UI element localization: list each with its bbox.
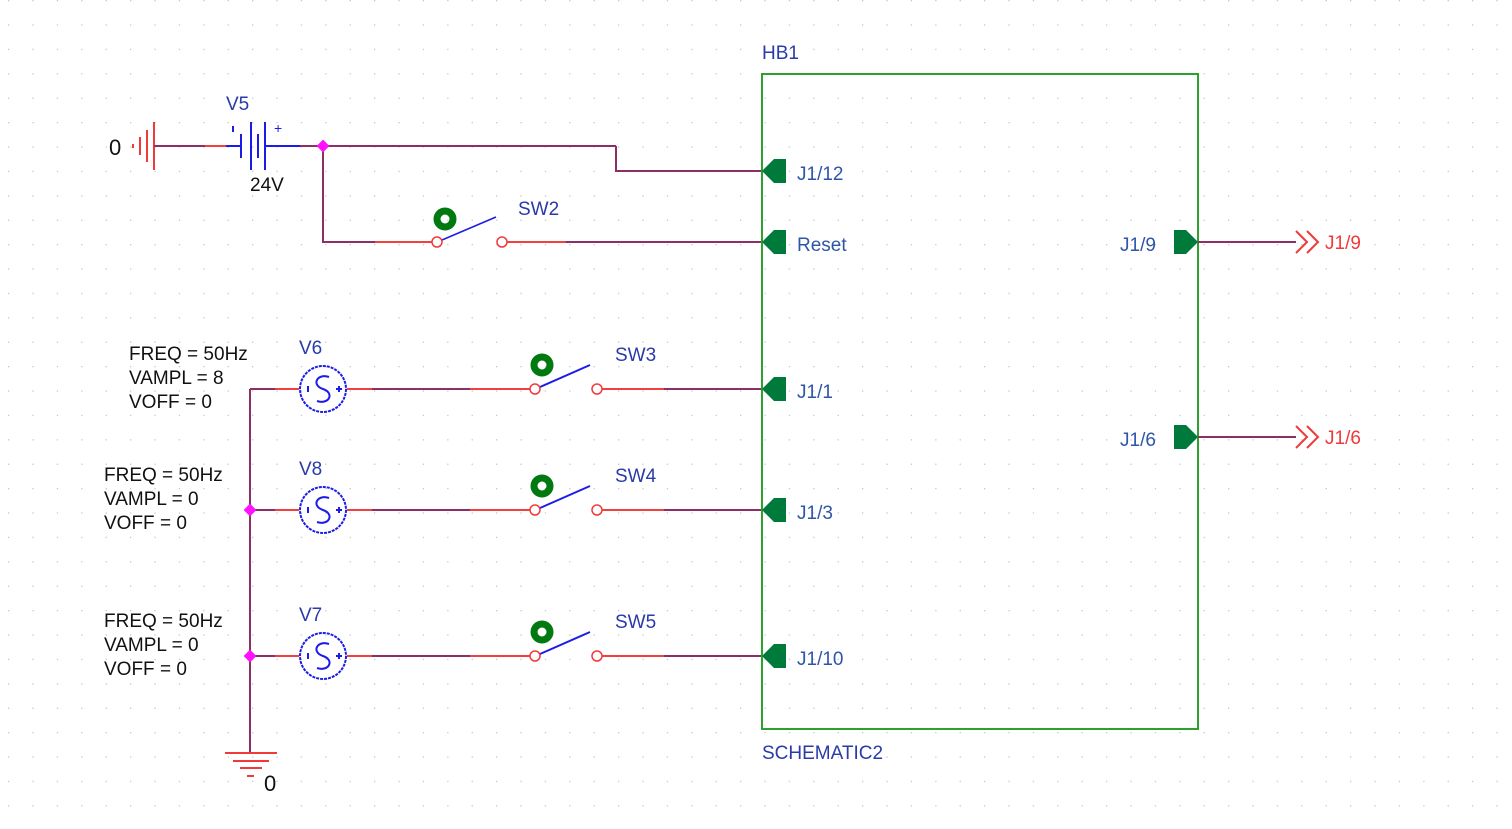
block-ref: HB1 xyxy=(762,43,799,64)
port-label: Reset xyxy=(797,235,847,256)
switch-sw3[interactable]: SW3 xyxy=(470,345,664,395)
offpage-connector[interactable]: J1/6 xyxy=(1295,425,1361,449)
source-vampl-label: VAMPL = 8 xyxy=(129,368,224,389)
switch-sw2[interactable]: SW2 xyxy=(375,199,566,248)
source-voff-label: VOFF = 0 xyxy=(104,659,187,680)
port-arrow-icon xyxy=(1174,425,1198,449)
offpage-label: J1/9 xyxy=(1325,233,1361,254)
plus-mark: + xyxy=(274,120,282,136)
ground-symbol-left xyxy=(132,122,155,170)
block-outline[interactable] xyxy=(761,73,1199,730)
source-voff-label: VOFF = 0 xyxy=(104,513,187,534)
wire[interactable] xyxy=(615,146,762,172)
block-port-left[interactable]: J1/3 xyxy=(762,498,833,524)
junction-dot xyxy=(316,139,330,153)
switch-toggle-icon[interactable] xyxy=(530,620,554,644)
port-arrow-icon xyxy=(762,644,786,668)
port-arrow-icon xyxy=(762,498,786,522)
port-arrow-icon xyxy=(762,230,786,254)
switch-sw4[interactable]: SW4 xyxy=(470,466,664,516)
switch-ref: SW5 xyxy=(615,612,656,633)
block-port-left[interactable]: J1/12 xyxy=(762,159,843,185)
port-arrow-icon xyxy=(762,377,786,401)
grid xyxy=(8,0,1498,807)
source-freq-label: FREQ = 50Hz xyxy=(104,465,223,486)
offpage-connector[interactable]: J1/9 xyxy=(1295,230,1361,254)
ground-label-bottom: 0 xyxy=(264,771,276,796)
source-ref: V8 xyxy=(299,459,322,480)
block-name: SCHEMATIC2 xyxy=(762,743,883,764)
port-label: J1/1 xyxy=(797,382,833,403)
source-vampl-label: VAMPL = 0 xyxy=(104,489,199,510)
sw2-ref: SW2 xyxy=(518,199,559,220)
block-port-left[interactable]: Reset xyxy=(762,230,847,256)
switch-toggle-icon[interactable] xyxy=(433,207,457,231)
port-label: J1/12 xyxy=(797,164,843,185)
dc-source-v5[interactable]: 0 + V5 24V xyxy=(109,94,300,196)
block-port-right[interactable]: J1/6 xyxy=(1120,425,1198,451)
sine-wave-icon xyxy=(299,486,347,534)
source-voff-label: VOFF = 0 xyxy=(129,392,212,413)
source-vampl-label: VAMPL = 0 xyxy=(104,635,199,656)
wire[interactable] xyxy=(322,146,375,243)
switch-ref: SW4 xyxy=(615,466,657,487)
source-freq-label: FREQ = 50Hz xyxy=(129,344,248,365)
offpage-chevron-icon xyxy=(1295,425,1309,449)
switch-toggle-icon[interactable] xyxy=(530,353,554,377)
switch-ref: SW3 xyxy=(615,345,656,366)
junction-dot xyxy=(243,649,257,663)
switch-sw5[interactable]: SW5 xyxy=(470,612,664,662)
source-ref: V7 xyxy=(299,605,322,626)
port-arrow-icon xyxy=(762,159,786,183)
port-label: J1/9 xyxy=(1120,235,1156,256)
block-port-left[interactable]: J1/10 xyxy=(762,644,843,670)
source-ref: V6 xyxy=(299,338,322,359)
ground-label-left: 0 xyxy=(109,135,121,160)
sine-wave-icon xyxy=(299,632,347,680)
junction-dot xyxy=(243,503,257,517)
ground-symbol-bottom xyxy=(225,752,277,777)
block-port-right[interactable]: J1/9 xyxy=(1120,230,1198,256)
source-freq-label: FREQ = 50Hz xyxy=(104,611,223,632)
port-label: J1/10 xyxy=(797,649,843,670)
port-label: J1/3 xyxy=(797,503,833,524)
port-label: J1/6 xyxy=(1120,430,1156,451)
offpage-label: J1/6 xyxy=(1325,428,1361,449)
block-port-left[interactable]: J1/1 xyxy=(762,377,833,403)
switch-toggle-icon[interactable] xyxy=(530,474,554,498)
v5-ref: V5 xyxy=(226,94,249,115)
port-arrow-icon xyxy=(1174,230,1198,254)
sine-wave-icon xyxy=(299,365,347,413)
v5-value: 24V xyxy=(250,175,284,196)
offpage-chevron-icon xyxy=(1295,230,1309,254)
